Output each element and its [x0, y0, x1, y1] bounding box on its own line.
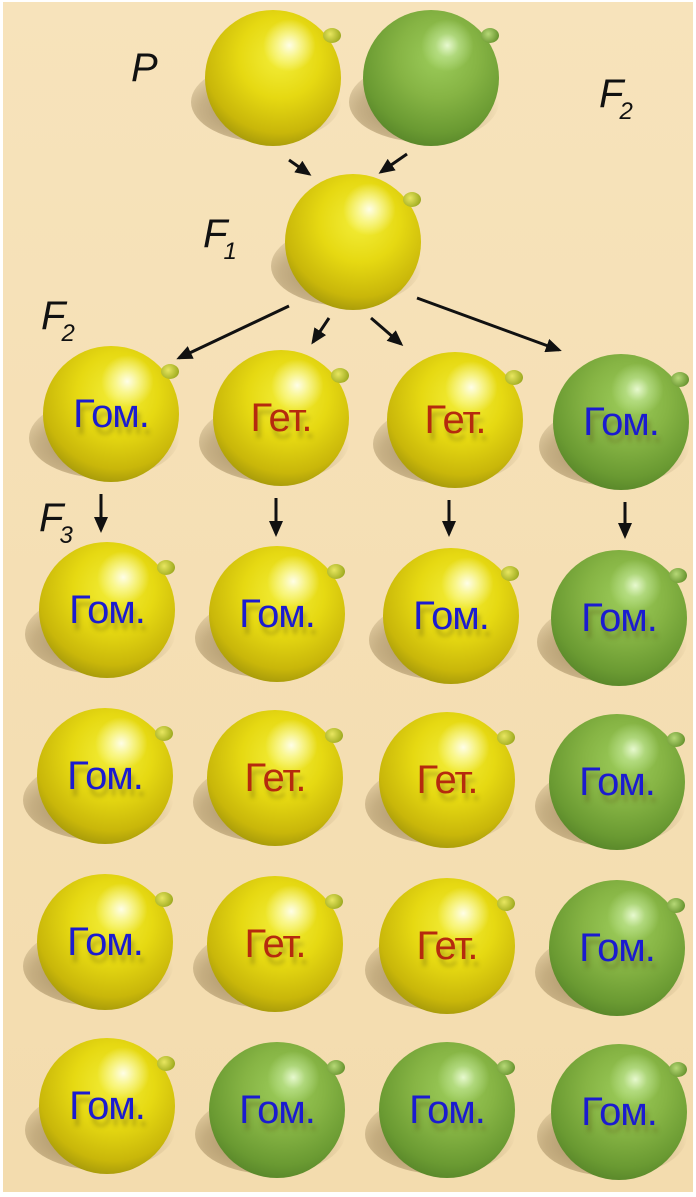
f3-row1-pea-3: Гом. — [369, 548, 519, 684]
f3-row1-pea-3-label: Гом. — [413, 594, 490, 638]
inheritance-diagram: P F2 F1 F2 F3 Гом. Гет. Гет. Гом. Го — [3, 2, 695, 1192]
f3-row2-pea-3: Гет. — [365, 712, 515, 848]
f3-row4-pea-1-label: Гом. — [69, 1084, 146, 1128]
f2-pea-4: Гом. — [539, 354, 689, 490]
f2-pea-4-label: Гом. — [583, 400, 660, 444]
f3-row4-pea-2-label: Гом. — [239, 1088, 316, 1132]
f3-row3-pea-1: Гом. — [23, 874, 173, 1010]
f3-row1-pea-2: Гом. — [195, 546, 345, 682]
f2-pea-3: Гет. — [373, 352, 523, 488]
f3-row4-pea-4: Гом. — [537, 1044, 687, 1180]
f3-row3-pea-2-label: Гет. — [244, 922, 307, 966]
arrow-f1-to-f2-4 — [416, 296, 562, 353]
label-f1: F1 — [203, 212, 237, 265]
arrows-layer — [94, 152, 632, 539]
f3-row1-pea-1-label: Гом. — [69, 588, 146, 632]
f3-row4-pea-4-label: Гом. — [581, 1090, 658, 1134]
f3-row2-pea-1-label: Гом. — [67, 754, 144, 798]
f3-row2-pea-2: Гет. — [193, 710, 343, 846]
f2-pea-2: Гет. — [199, 350, 349, 486]
f3-row4-pea-1: Гом. — [25, 1038, 175, 1174]
f3-row1-pea-2-label: Гом. — [239, 592, 316, 636]
arrow-f1-to-f2-1 — [176, 304, 290, 360]
f1-pea — [271, 174, 421, 310]
label-f2-right: F2 — [599, 72, 633, 125]
f3-row3-pea-2: Гет. — [193, 876, 343, 1012]
f3-row3-pea-3-label: Гет. — [416, 924, 479, 968]
f3-row3-pea-1-label: Гом. — [67, 920, 144, 964]
label-parents: P — [131, 46, 158, 90]
f3-row2-pea-2-label: Гет. — [244, 756, 307, 800]
f3-row4-pea-3-label: Гом. — [409, 1088, 486, 1132]
f2-pea-1: Гом. — [29, 346, 179, 482]
arrow-p-left-to-f1 — [288, 158, 312, 176]
f3-row3-pea-4-label: Гом. — [579, 926, 656, 970]
arrow-f1-to-f2-3 — [370, 316, 404, 346]
f3-row1-pea-1: Гом. — [25, 542, 175, 678]
f3-row3-pea-4: Гом. — [535, 880, 685, 1016]
f2-pea-1-label: Гом. — [73, 392, 150, 436]
label-f3: F3 — [39, 496, 73, 549]
f3-row4-pea-2: Гом. — [195, 1042, 345, 1178]
f3-row2-pea-4: Гом. — [535, 714, 685, 850]
f3-row2-pea-1: Гом. — [23, 708, 173, 844]
f3-row3-pea-3: Гет. — [365, 878, 515, 1014]
f3-row2-pea-3-label: Гет. — [416, 758, 479, 802]
f2-pea-3-label: Гет. — [424, 398, 487, 442]
arrow-p-right-to-f1 — [378, 152, 408, 174]
f3-row1-pea-4-label: Гом. — [581, 596, 658, 640]
arrow-f1-to-f2-2 — [311, 317, 331, 345]
f3-row4-pea-3: Гом. — [365, 1042, 515, 1178]
parent-pea-green — [349, 10, 499, 146]
f2-pea-2-label: Гет. — [250, 396, 313, 440]
f3-row2-pea-4-label: Гом. — [579, 760, 656, 804]
parent-pea-yellow — [191, 10, 341, 146]
f3-row1-pea-4: Гом. — [537, 550, 687, 686]
label-f2-left: F2 — [41, 294, 75, 347]
